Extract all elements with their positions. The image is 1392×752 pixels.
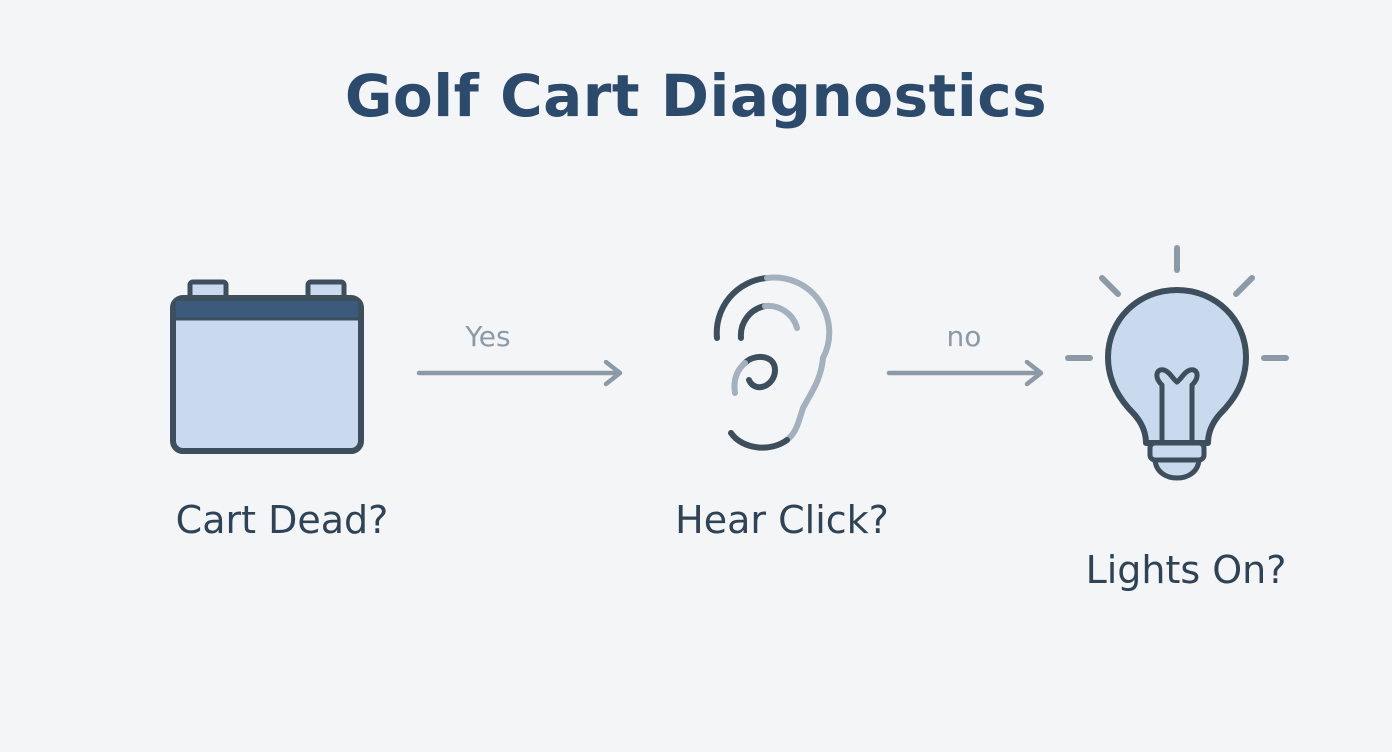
- ear-icon: [713, 274, 833, 451]
- node-label-hear-click: Hear Click?: [675, 498, 889, 542]
- arrow-right-icon: [416, 360, 623, 387]
- edge-label-no: no: [946, 320, 982, 353]
- node-label-cart-dead: Cart Dead?: [175, 498, 389, 542]
- light-bulb-icon: [1065, 245, 1289, 481]
- node-label-lights-on: Lights On?: [1085, 548, 1287, 592]
- battery-icon: [170, 279, 364, 454]
- diagram-title: Golf Cart Diagnostics: [344, 62, 1048, 130]
- edge-label-yes: Yes: [465, 320, 511, 353]
- arrow-right-icon: [886, 360, 1044, 387]
